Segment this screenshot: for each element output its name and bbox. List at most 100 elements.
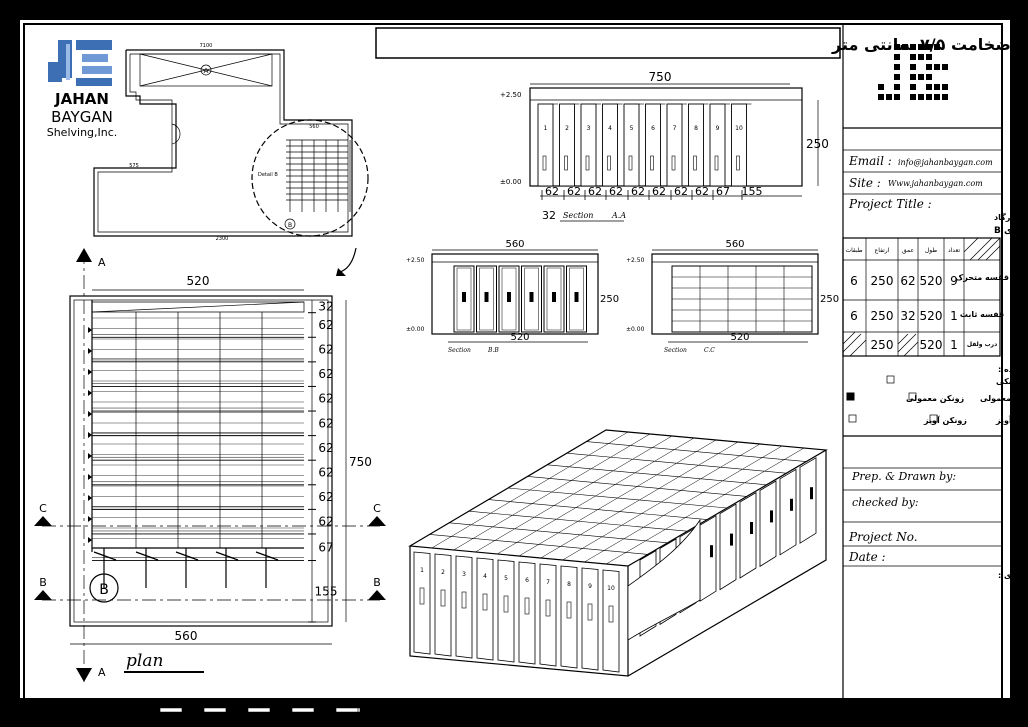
section-aa-width: 750 [649, 70, 672, 84]
logo-dot [918, 74, 924, 80]
logo-dot [886, 94, 892, 100]
iso-unit-handle-icon [608, 605, 614, 623]
option-hanging-folder-checkbox[interactable] [929, 414, 938, 423]
section-aa-unit [537, 103, 554, 187]
iso-unit-number: 8 [567, 581, 571, 588]
section-c-label-left: C [39, 502, 47, 515]
iso-unit-handle-icon [440, 589, 446, 607]
iso-unit-number: 10 [607, 585, 615, 592]
section-aa-unit-number: 3 [587, 125, 591, 132]
logo-dot [878, 84, 884, 90]
iso-side-handle-icon [710, 545, 713, 558]
scale-tick-label: 1 [158, 701, 161, 707]
iso-side-unit [699, 515, 717, 602]
detail-b-label: Detail B [258, 172, 278, 178]
section-cc-width: 560 [725, 239, 744, 250]
section-a-marker-bottom [76, 668, 92, 682]
row3-height: 250 [871, 338, 894, 352]
logo-dot [918, 54, 924, 60]
section-cc: 560 +2.50 ±0.00 250 520 Section C.C [626, 239, 839, 354]
scale-tick-label: 5 [246, 701, 249, 707]
plan-rail-handle [255, 551, 279, 561]
logo-dot [894, 44, 900, 50]
section-aa-dim-value: 67 [716, 185, 730, 198]
row1-name: قفسه متحرک [955, 273, 1009, 282]
row2-count: 1 [950, 309, 958, 323]
section-aa-level-bottom: ±0.00 [500, 178, 521, 186]
logo-dot [894, 94, 900, 100]
iso-unit [434, 553, 452, 657]
iso-top-crossline [540, 441, 739, 559]
email-label: Email : [848, 154, 892, 168]
iso-unit-number: 9 [588, 583, 592, 590]
section-c-marker-right [368, 516, 386, 526]
section-cc-outline [651, 253, 819, 335]
option-medical-checkbox[interactable] [886, 375, 895, 384]
plan-dim-value: 67 [318, 540, 333, 554]
section-cc-height: 250 [820, 294, 839, 305]
iso-top-crossline [562, 443, 761, 561]
section-aa-outline [529, 87, 803, 187]
section-aa-level-top: +2.50 [500, 91, 521, 99]
logo-dot [894, 64, 900, 70]
table-header-count: تعداد [948, 247, 960, 254]
iso-unit-handle-icon [461, 591, 467, 609]
section-bb-handle-icon [574, 292, 579, 302]
option-binder-checkbox[interactable] [846, 392, 855, 401]
scale-tick-label: 3 [202, 701, 205, 707]
section-aa-handle-icon [714, 155, 719, 171]
option-folder-checkbox[interactable] [908, 392, 917, 401]
logo-dot [910, 54, 916, 60]
option-hanging-binder-checkbox[interactable] [848, 414, 857, 423]
logo-dot [934, 84, 940, 90]
overview-shelves [286, 139, 351, 212]
plan-dim-bottom: 560 [175, 629, 198, 643]
section-aa-dim-value: 62 [631, 185, 645, 198]
plan-dim-value: 62 [318, 392, 333, 406]
project-no-label: Project No. [848, 530, 918, 544]
email-value: info@jahanbaygan.com [898, 158, 993, 167]
section-aa-handle-icon [585, 155, 590, 171]
section-aa-dim-value: 62 [652, 185, 666, 198]
plan-arrowhead [88, 474, 92, 480]
section-aa-dim-value: 155 [742, 185, 763, 198]
row2-shelves: 6 [850, 309, 858, 323]
section-cc-code: C.C [704, 347, 715, 354]
logo-dot [934, 94, 940, 100]
overview-label-a: A [204, 67, 209, 75]
date-label: Date : [848, 550, 886, 564]
section-cc-grid [671, 265, 813, 333]
scale-tick-label: 10 [355, 701, 361, 707]
section-aa-handle-icon [650, 155, 654, 171]
section-a-marker-top [76, 248, 92, 262]
section-a-label-top: A [98, 256, 106, 269]
plan-arrowhead [88, 369, 92, 375]
section-aa-label: Section [563, 211, 593, 220]
section-aa-handle-icon [607, 155, 611, 171]
scale-segment [314, 708, 336, 712]
detail-b-circle [251, 119, 369, 237]
overview-floor-plan: A 7100 2300 575 560 Detail B B [93, 43, 369, 276]
section-bb-handle-icon [484, 292, 489, 302]
section-aa-handle-icon [628, 155, 633, 171]
plan-arrowhead [88, 432, 92, 438]
section-b-marker-right [368, 590, 386, 600]
iso-side-unit [779, 468, 797, 556]
table-header-shelves: طبقات [845, 247, 862, 254]
logo-dot [894, 84, 900, 90]
section-b-label-left: B [39, 576, 47, 589]
row2-depth: 32 [900, 309, 915, 323]
overview-dim-bottom: 2300 [216, 236, 229, 242]
iso-unit [476, 557, 494, 661]
logo-dot [934, 44, 940, 50]
title-banner: ظرفیت فضای B ۶/۸۵۰ عدد زونکن به ضخامت ۷/… [375, 27, 1028, 59]
option-binder-label: زونکن معمولی [906, 394, 965, 403]
row1-shelves: 6 [850, 274, 858, 288]
company-logo: JAHAN BAYGAN Shelving,Inc. [47, 40, 118, 139]
logo-text-baygan: BAYGAN [51, 108, 113, 126]
logo-text-shelving: Shelving,Inc. [47, 126, 118, 139]
iso-unit-number: 4 [483, 573, 487, 580]
